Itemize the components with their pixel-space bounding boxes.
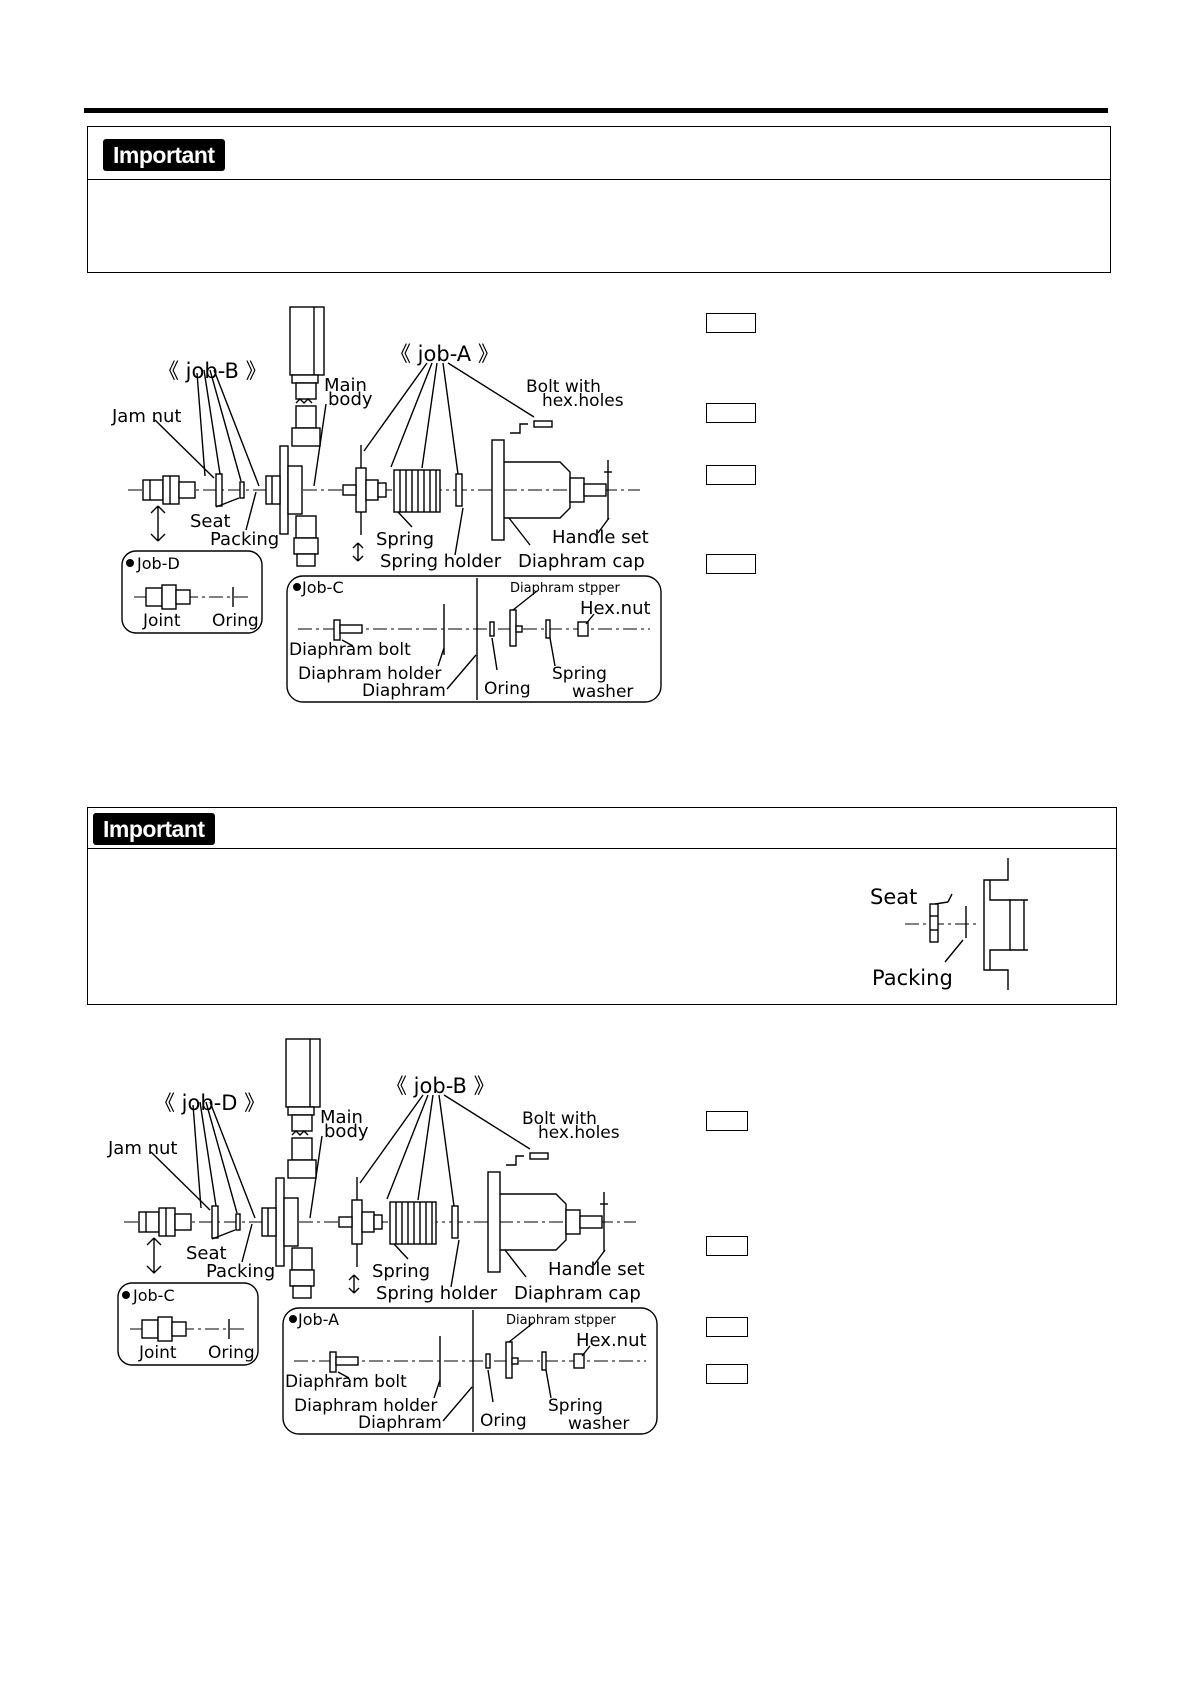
spring-holder-label: Spring holder	[380, 551, 502, 572]
step-box	[706, 403, 756, 423]
spring-washer-label: Spring	[552, 664, 607, 684]
packing-label: Packing	[872, 966, 953, 990]
washer-label: washer	[568, 1414, 629, 1434]
seat-label: Seat	[190, 511, 231, 532]
bolt-with-label: Bolt with	[522, 1109, 597, 1129]
main-label: Main	[324, 375, 367, 396]
important-badge-1: Important	[103, 139, 225, 171]
spring-label: Spring	[376, 529, 434, 550]
diaphram-label: Diaphram	[362, 681, 446, 701]
diaphram-bolt-label: Diaphram bolt	[289, 640, 411, 660]
job-group-label: 《 job-B 》	[386, 1074, 495, 1098]
diaphram-cap-label: Diaphram cap	[518, 551, 645, 572]
step-box	[706, 1317, 748, 1337]
seat-label: Seat	[870, 885, 917, 909]
packing-label: Packing	[206, 1261, 275, 1282]
diaphram-label: Diaphram	[358, 1413, 442, 1433]
important-box-1: Important	[87, 126, 1111, 273]
seat-part	[239, 481, 245, 499]
handle-set-label: Handle set	[548, 1259, 645, 1280]
main-label: Main	[320, 1107, 363, 1128]
job-group-label: 《 job-A 》	[390, 342, 499, 366]
step-box	[706, 313, 756, 333]
oring-label: Oring	[484, 679, 531, 699]
diaphram-stpper-label: Diaphram stpper	[510, 581, 621, 596]
job-group-label: 《 job-B 》	[158, 359, 267, 383]
handle-set-label: Handle set	[552, 527, 649, 548]
packing-label: Packing	[210, 529, 279, 550]
step-box	[706, 1111, 748, 1131]
job-group-label: 《 job-D 》	[154, 1091, 265, 1115]
diaphram-holder-label: Diaphram holder	[294, 1396, 437, 1416]
washer-label: washer	[572, 682, 633, 702]
bolt-with-label: Bolt with	[526, 377, 601, 397]
diaphram-bolt-label: Diaphram bolt	[285, 1372, 407, 1392]
gauge-part	[289, 306, 325, 376]
joint-label: Joint	[138, 1343, 177, 1363]
step-box	[706, 1364, 748, 1384]
diaphram-cap-part	[491, 439, 505, 541]
spring-holder-label: Spring holder	[376, 1283, 498, 1304]
important-box-2: Important	[87, 807, 1117, 1005]
seat-part	[929, 903, 939, 943]
spring-part	[393, 469, 441, 513]
body-label: body	[328, 389, 373, 410]
hex-nut-label: Hex.nut	[580, 598, 651, 619]
diaphram-holder-label: Diaphram holder	[298, 664, 441, 684]
seat-label: Seat	[186, 1243, 227, 1264]
hex-holes-label: hex.holes	[542, 391, 624, 411]
body-label: body	[324, 1121, 369, 1142]
inset-title: Job-C	[132, 1286, 175, 1305]
inset-title: Job-C	[301, 578, 344, 597]
important-badge-2: Important	[93, 813, 215, 845]
hex-holes-label: hex.holes	[538, 1123, 620, 1143]
oring-label: Oring	[480, 1411, 527, 1431]
oring-label: Oring	[208, 1343, 255, 1363]
step-box	[706, 554, 756, 574]
step-box	[706, 465, 756, 485]
step-box	[706, 1236, 748, 1256]
bolt-with-hex-holes-part	[533, 420, 553, 428]
top-rule	[84, 108, 1108, 113]
important-box-2-header	[88, 808, 1116, 849]
spring-holder-part	[455, 473, 463, 507]
hex-nut-label: Hex.nut	[576, 1330, 647, 1351]
inset-title: Job-D	[136, 554, 180, 573]
jam-nut-label: Jam nut	[107, 1138, 177, 1159]
inset-title: Job-A	[297, 1310, 339, 1329]
diaphram-stpper-label: Diaphram stpper	[506, 1313, 617, 1328]
jam-nut-label: Jam nut	[111, 406, 181, 427]
diaphram-cap-label: Diaphram cap	[514, 1283, 641, 1304]
joint-label: Joint	[142, 611, 181, 631]
spring-label: Spring	[372, 1261, 430, 1282]
spring-washer-label: Spring	[548, 1396, 603, 1416]
important-box-1-header	[88, 127, 1110, 180]
oring-label: Oring	[212, 611, 259, 631]
handle-set-part	[583, 483, 607, 497]
